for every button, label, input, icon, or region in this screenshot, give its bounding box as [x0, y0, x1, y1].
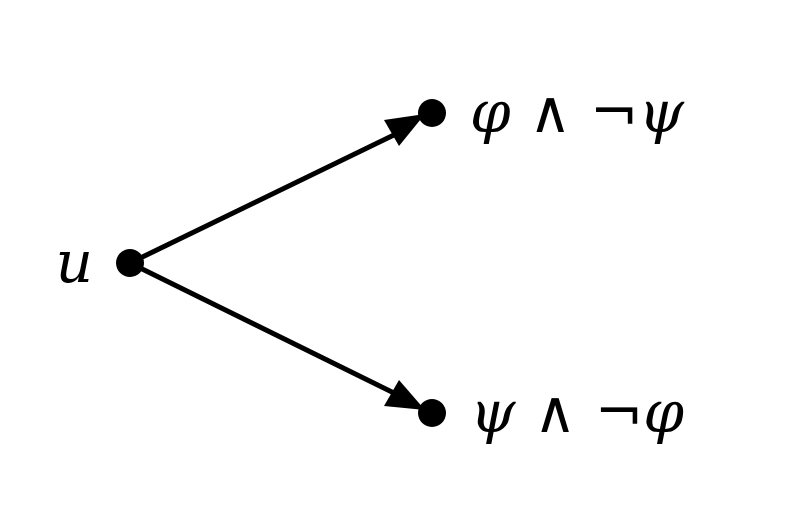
label-top: φ ∧ ¬ψ [470, 78, 685, 146]
label-bottom: ψ ∧ ¬φ [470, 378, 684, 446]
edge-u-to-top [128, 130, 400, 266]
node-top [418, 99, 446, 127]
node-u [116, 249, 144, 277]
arrowhead-top [384, 114, 425, 146]
arrowhead-bottom [384, 380, 425, 410]
label-u: u [56, 228, 93, 296]
node-bottom [418, 399, 446, 427]
edge-u-to-bottom [128, 260, 400, 398]
